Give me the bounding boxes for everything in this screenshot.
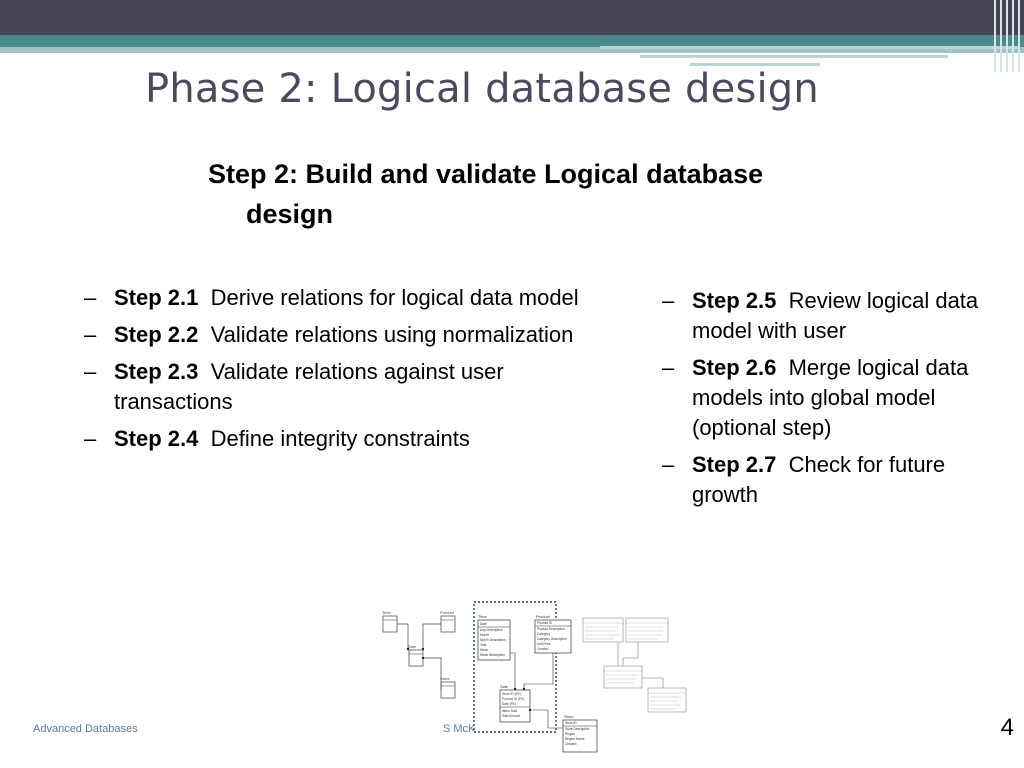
step-text: Validate relations against user transact… — [114, 359, 504, 414]
step-number: Step 2.1 — [114, 285, 199, 310]
mini-entity-store: Store — [440, 676, 456, 699]
svg-text:Store ID: Store ID — [565, 721, 577, 725]
svg-text:Region: Region — [565, 732, 575, 736]
svg-text:Product: Product — [536, 614, 551, 619]
footer-author: S McK — [443, 723, 476, 735]
step-number: Step 2.6 — [692, 355, 777, 380]
step-text: Define integrity constraints — [210, 426, 470, 451]
step-text: Validate relations using normalization — [210, 322, 574, 347]
svg-text:Sale Amount: Sale Amount — [502, 714, 520, 718]
svg-text:Unit Price: Unit Price — [537, 642, 551, 646]
svg-text:Created: Created — [565, 742, 577, 746]
svg-text:Store Description: Store Description — [565, 727, 590, 731]
header-deco-line — [690, 63, 820, 66]
svg-text:Created: Created — [537, 647, 549, 651]
svg-text:Product Description: Product Description — [537, 627, 565, 631]
svg-text:Product ID: Product ID — [537, 621, 553, 625]
bullet-dash: – — [84, 359, 97, 384]
subheading-line-2: design — [246, 199, 334, 229]
step-number: Step 2.2 — [114, 322, 199, 347]
step-item: –Step 2.1 Derive relations for logical d… — [84, 283, 584, 313]
page-number: 4 — [1000, 714, 1014, 741]
subheading-line-1: Step 2: Build and validate Logical datab… — [208, 159, 764, 189]
star-schema-diagram: Time Product Sale Store Time Date Day De… — [382, 601, 687, 753]
step-number: Step 2.3 — [114, 359, 199, 384]
svg-text:Month Description: Month Description — [480, 638, 506, 642]
step-text: Derive relations for logical data model — [210, 285, 579, 310]
step-text: Check for future growth — [692, 452, 946, 507]
mini-entity-time: Time — [382, 610, 398, 633]
step-item: –Step 2.5 Review logical data model with… — [662, 286, 1002, 346]
header-accent-band — [0, 35, 1024, 47]
mini-tables-right — [582, 617, 687, 713]
mini-table-rows — [583, 622, 686, 710]
svg-text:Category: Category — [537, 632, 550, 636]
svg-text:Region Name: Region Name — [565, 737, 585, 741]
svg-text:Day Description: Day Description — [480, 628, 503, 632]
mini-entity-sale: Sale — [408, 644, 424, 667]
entity-store: Store Store ID Store Description Region … — [562, 714, 598, 753]
slide-title: Phase 2: Logical database design — [145, 66, 819, 112]
step-item: –Step 2.7 Check for future growth — [662, 450, 1002, 510]
footer-course: Advanced Databases — [33, 723, 138, 735]
step-list-right: –Step 2.5 Review logical data model with… — [662, 286, 1002, 517]
header-deco-line — [640, 55, 948, 58]
svg-text:Date (FK): Date (FK) — [502, 702, 516, 706]
bullet-dash: – — [84, 322, 97, 347]
svg-text:Time: Time — [478, 614, 488, 619]
svg-text:Sale: Sale — [500, 684, 509, 689]
step-number: Step 2.7 — [692, 452, 777, 477]
bullet-dash: – — [662, 452, 675, 477]
svg-text:Year: Year — [480, 643, 487, 647]
entity-label: Product — [440, 610, 455, 615]
step-number: Step 2.4 — [114, 426, 199, 451]
selection-frame — [473, 601, 557, 733]
step-item: –Step 2.3 Validate relations against use… — [84, 357, 584, 417]
entity-label: Time — [382, 610, 392, 615]
svg-text:Store ID (FK): Store ID (FK) — [502, 692, 521, 696]
svg-text:Week: Week — [480, 648, 488, 652]
step-item: –Step 2.6 Merge logical data models into… — [662, 353, 1002, 443]
entity-label: Store — [440, 676, 450, 681]
bullet-dash: – — [84, 426, 97, 451]
header-accent-stripe — [0, 47, 1024, 53]
header-deco-line — [600, 46, 1020, 49]
svg-text:Store: Store — [564, 714, 574, 719]
header-stripes — [990, 0, 1024, 72]
step-text: Review logical data model with user — [692, 288, 979, 343]
svg-text:Category Description: Category Description — [537, 637, 567, 641]
step-item: –Step 2.2 Validate relations using norma… — [84, 320, 584, 350]
step-text: Merge logical data models into global mo… — [692, 355, 969, 440]
bullet-dash: – — [662, 355, 675, 380]
mini-entity-product: Product — [440, 610, 456, 633]
entity-label: Sale — [408, 644, 417, 649]
entity-sale: Sale Store ID (FK) Product ID (FK) Date … — [499, 684, 531, 723]
step-number: Step 2.5 — [692, 288, 777, 313]
step-item: –Step 2.4 Define integrity constraints — [84, 424, 584, 454]
bullet-dash: – — [662, 288, 675, 313]
entity-product: Product Product ID Product Description C… — [534, 614, 572, 654]
step-list-left: –Step 2.1 Derive relations for logical d… — [84, 283, 584, 461]
svg-text:Items Sold: Items Sold — [502, 709, 517, 713]
svg-text:Product ID (FK): Product ID (FK) — [502, 697, 524, 701]
svg-text:Month: Month — [480, 633, 489, 637]
slide-subheading: Step 2: Build and validate Logical datab… — [208, 154, 948, 234]
header-bar — [0, 0, 1024, 35]
svg-text:Week Description: Week Description — [480, 653, 505, 657]
svg-text:Date: Date — [480, 622, 487, 626]
entity-time: Time Date Day Description Month Month De… — [477, 614, 511, 661]
bullet-dash: – — [84, 285, 97, 310]
